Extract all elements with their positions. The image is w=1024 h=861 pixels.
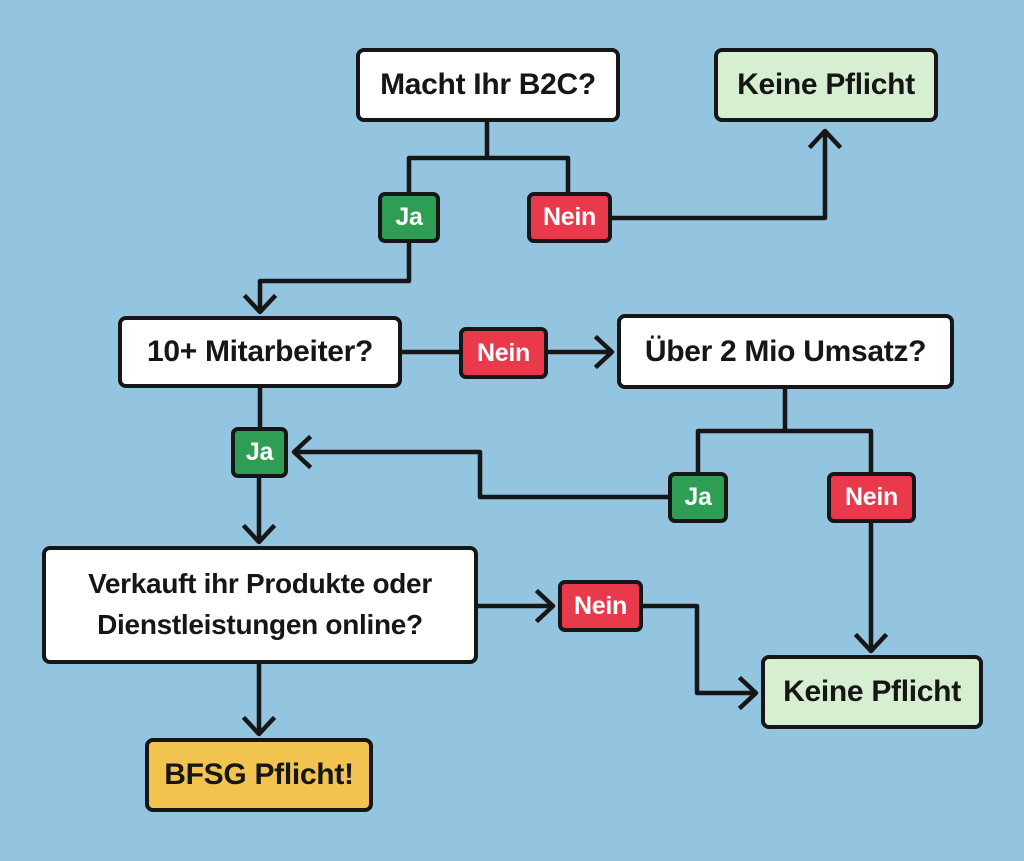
question-b2c: Macht Ihr B2C? [356,48,620,122]
arrowhead-up [807,128,843,150]
arrowhead-down [853,632,889,654]
answer-ja-mitarbeiter: Ja [231,427,288,478]
question-mitarbeiter: 10+ Mitarbeiter? [118,316,402,388]
question-online-verkauf: Verkauft ihr Produkte oder Dienstleistun… [42,546,478,664]
answer-nein-online: Nein [558,580,643,632]
result-bfsg-obligation: BFSG Pflicht! [145,738,373,812]
arrowhead-right [737,675,759,711]
arrowhead-right [593,334,615,370]
arrowhead-down [241,715,277,737]
edge-ja-to-mitarbeiter [257,240,412,313]
answer-ja-b2c: Ja [378,192,440,243]
edge-b2c-branch [406,119,571,197]
answer-nein-b2c: Nein [527,192,612,243]
edge-umsatzja-to-ja [293,449,671,500]
arrowhead-down [242,293,278,315]
arrowhead-right [534,588,556,624]
edge-nein-to-keinepflicht-bottom [640,603,757,696]
answer-nein-umsatz: Nein [827,472,916,523]
arrowhead-left [291,434,313,470]
arrowhead-down [241,523,277,545]
edge-umsatz-branch [695,386,874,475]
edge-nein-to-keinepflicht-top [609,129,828,221]
answer-ja-umsatz: Ja [668,472,728,523]
answer-nein-mitarbeiter: Nein [459,327,548,379]
result-no-obligation-top: Keine Pflicht [714,48,938,122]
result-no-obligation-bottom: Keine Pflicht [761,655,983,729]
question-umsatz: Über 2 Mio Umsatz? [617,314,954,389]
